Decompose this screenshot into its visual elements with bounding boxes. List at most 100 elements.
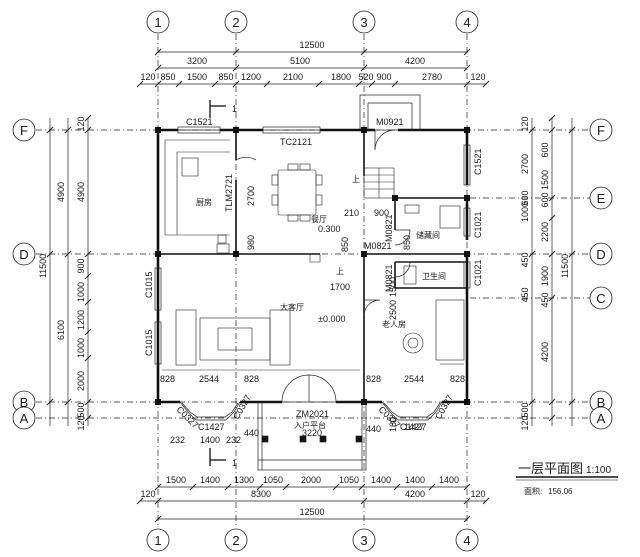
dim-2500: 2500 xyxy=(388,300,398,320)
label-m0821-a: M0821 xyxy=(384,214,394,242)
label-c1521-top: C1521 xyxy=(186,117,213,127)
axis-right-e: E xyxy=(597,191,606,206)
room-elder: 老人房 xyxy=(382,319,406,329)
title-underline xyxy=(516,476,618,481)
dim-right-inner-1: 600 xyxy=(520,190,530,205)
dim-top-r3-6: 1800 xyxy=(331,72,351,82)
dim-1400: 1400 xyxy=(200,435,220,445)
level-000: ±0.000 xyxy=(318,314,345,324)
label-c0327-d: C0327 xyxy=(433,393,455,421)
room-dining: 餐厅 xyxy=(311,215,327,224)
top-dimensions: 12500 3200 5100 4200 120 850 1500 850 12… xyxy=(140,40,485,82)
drawing-scale: 1:100 xyxy=(586,465,611,476)
room-bath: 卫生间 xyxy=(422,271,446,281)
section-label-bottom: 1 xyxy=(232,458,237,468)
dim-right-9: 500 xyxy=(520,402,530,417)
axis-left-b: B xyxy=(20,395,29,410)
label-c1427-a: C1427 xyxy=(198,422,225,432)
dim-bot-r2-0: 120 xyxy=(140,489,155,499)
dim-left-inner-2: 900 xyxy=(76,258,86,273)
label-c1015-a: C1015 xyxy=(144,271,154,298)
dim-right-2: 1500 xyxy=(540,170,550,190)
axis-bottom-2: 2 xyxy=(232,533,239,548)
dim-top-r2-2: 4200 xyxy=(405,56,425,66)
dim-3220: 3220 xyxy=(302,428,322,438)
axis-right-c: C xyxy=(596,291,605,306)
axis-right-f: F xyxy=(597,123,605,138)
dim-2544-b: 2544 xyxy=(404,374,424,384)
dim-right-inner-0: 600 xyxy=(540,192,550,207)
dim-left-inner-7: 500 xyxy=(76,402,86,417)
dim-1700: 1700 xyxy=(330,282,350,292)
dim-left-overall: 11500 xyxy=(38,254,48,278)
dim-440-b: 440 xyxy=(366,424,381,434)
drawing-title: 一层平面图 xyxy=(518,461,583,476)
dim-left-inner-8: 120 xyxy=(76,415,86,430)
dim-bot-r1-2: 1300 xyxy=(234,475,254,485)
room-entrance: 入户平台 xyxy=(294,420,326,430)
dim-right-inner-2: 450 xyxy=(520,287,530,302)
dim-1500: 1500 xyxy=(388,277,398,297)
dim-980: 980 xyxy=(246,235,256,250)
dim-top-r3-3: 850 xyxy=(218,72,233,82)
elder-room-furniture xyxy=(402,299,465,365)
axis-top-3: 3 xyxy=(360,15,367,30)
dim-bot-r1-3: 1050 xyxy=(263,475,283,485)
dim-bot-r1-8: 1400 xyxy=(439,475,459,485)
axis-labels: 1 2 3 4 1 2 3 4 F D B A F E D C B A xyxy=(19,15,605,548)
interior-dimensions: 2700 980 0.300 850 1700 900 210 1500 850… xyxy=(160,104,465,468)
windows xyxy=(154,126,471,421)
section-label-top: 1 xyxy=(232,104,237,114)
dim-left-inner-1: 4900 xyxy=(76,182,86,202)
dim-left-outer-1: 6100 xyxy=(56,320,66,340)
dim-right-8: 4200 xyxy=(540,342,550,362)
axis-top-4: 4 xyxy=(463,15,470,30)
axis-right-a: A xyxy=(597,411,606,426)
dim-right-4: 1000 xyxy=(520,202,530,222)
level-0300: 0.300 xyxy=(318,224,341,234)
axis-bottom-1: 1 xyxy=(154,533,161,548)
dim-right-6: 450 xyxy=(520,252,530,267)
area-value: 156.06 xyxy=(548,487,573,496)
columns xyxy=(155,127,470,405)
axis-bottom-4: 4 xyxy=(463,533,470,548)
doors xyxy=(235,94,421,403)
dim-top-r3-1: 850 xyxy=(160,72,175,82)
axis-top-1: 1 xyxy=(154,15,161,30)
room-kitchen: 厨房 xyxy=(196,197,212,207)
dim-232-b: 232 xyxy=(226,435,241,445)
dim-1427: 1427 xyxy=(404,422,424,432)
dim-bot-r1-4: 2000 xyxy=(301,475,321,485)
entrance-platform xyxy=(257,401,367,471)
bottom-dimensions: 1500 1400 1300 1050 2000 1050 1400 1400 … xyxy=(140,475,485,517)
label-c1521-right: C1521 xyxy=(473,148,483,175)
room-labels: 厨房 餐厅 大客厅 老人房 储藏间 卫生间 入户平台 上 上 xyxy=(196,175,446,430)
dim-bot-r1-0: 1500 xyxy=(166,475,186,485)
section-marks xyxy=(209,100,226,466)
dim-top-overall: 12500 xyxy=(299,40,324,50)
axis-right-d: D xyxy=(596,247,605,262)
axis-bottom-3: 3 xyxy=(360,533,367,548)
stair-up: 上 xyxy=(352,175,360,184)
label-c1021-b: C1021 xyxy=(473,259,483,286)
dim-right-5: 2200 xyxy=(540,222,550,242)
label-c0327-a: C0327 xyxy=(175,404,201,430)
dim-left-outer-0: 4900 xyxy=(56,182,66,202)
room-storage: 储藏间 xyxy=(416,230,440,240)
label-c1015-b: C1015 xyxy=(144,329,154,356)
interior-walls xyxy=(158,130,467,402)
label-c1427-b: C1427 xyxy=(400,422,427,432)
dim-right-3: 600 xyxy=(540,142,550,157)
room-living: 大客厅 xyxy=(280,302,304,312)
label-zm2021: ZM2021 xyxy=(296,409,329,419)
dim-right-0: 120 xyxy=(520,116,530,131)
dim-right-inner-3: 450 xyxy=(540,292,550,307)
dim-right-1: 2700 xyxy=(520,154,530,174)
dim-bot-r1-7: 1400 xyxy=(405,475,425,485)
dim-828-b: 828 xyxy=(244,374,259,384)
right-dimensions: 11500 120 2700 1500 600 1000 2200 450 19… xyxy=(520,116,570,430)
dim-top-r3-0: 120 xyxy=(140,72,155,82)
axis-bubbles xyxy=(12,10,613,552)
dining-table xyxy=(271,163,323,222)
